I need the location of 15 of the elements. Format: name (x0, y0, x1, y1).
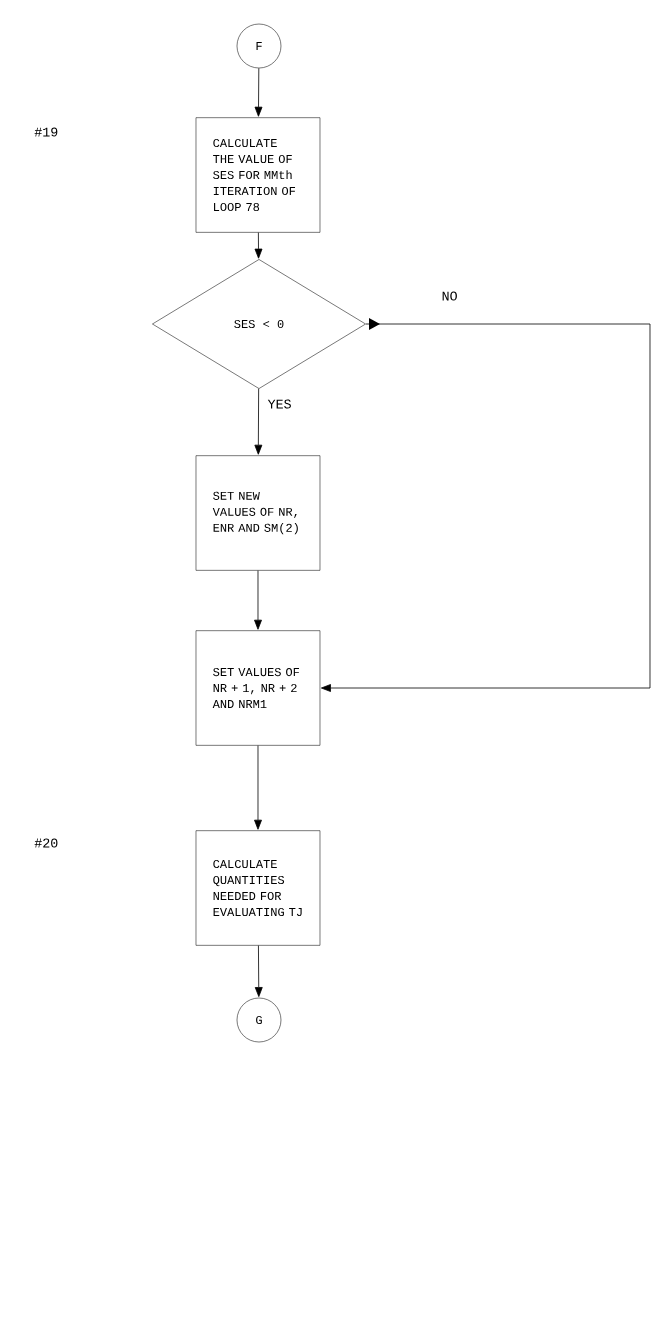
arrow (254, 67, 263, 117)
edge-label: NO (440, 290, 459, 302)
arrow (254, 745, 262, 830)
step-number: #20 (34, 838, 58, 848)
step-number: #19 (34, 127, 58, 137)
process-box: CALCULATE QUANTITIES NEEDED FOR EVALUATING TJ (195, 830, 321, 946)
arrow (321, 318, 651, 692)
process-box: CALCULATE THE VALUE OF SES FOR MMth ITERATION OF LOOP 78 (195, 117, 321, 233)
edge-label: YES (266, 398, 293, 410)
arrow (254, 945, 263, 997)
process-box: SET VALUES OF NR + 1, NR + 2 AND NRM1 (195, 630, 321, 746)
arrow (254, 570, 262, 630)
arrow (254, 232, 263, 259)
arrow (254, 388, 263, 455)
process-box: SET NEW VALUES OF NR, ENR AND SM(2) (195, 455, 321, 571)
